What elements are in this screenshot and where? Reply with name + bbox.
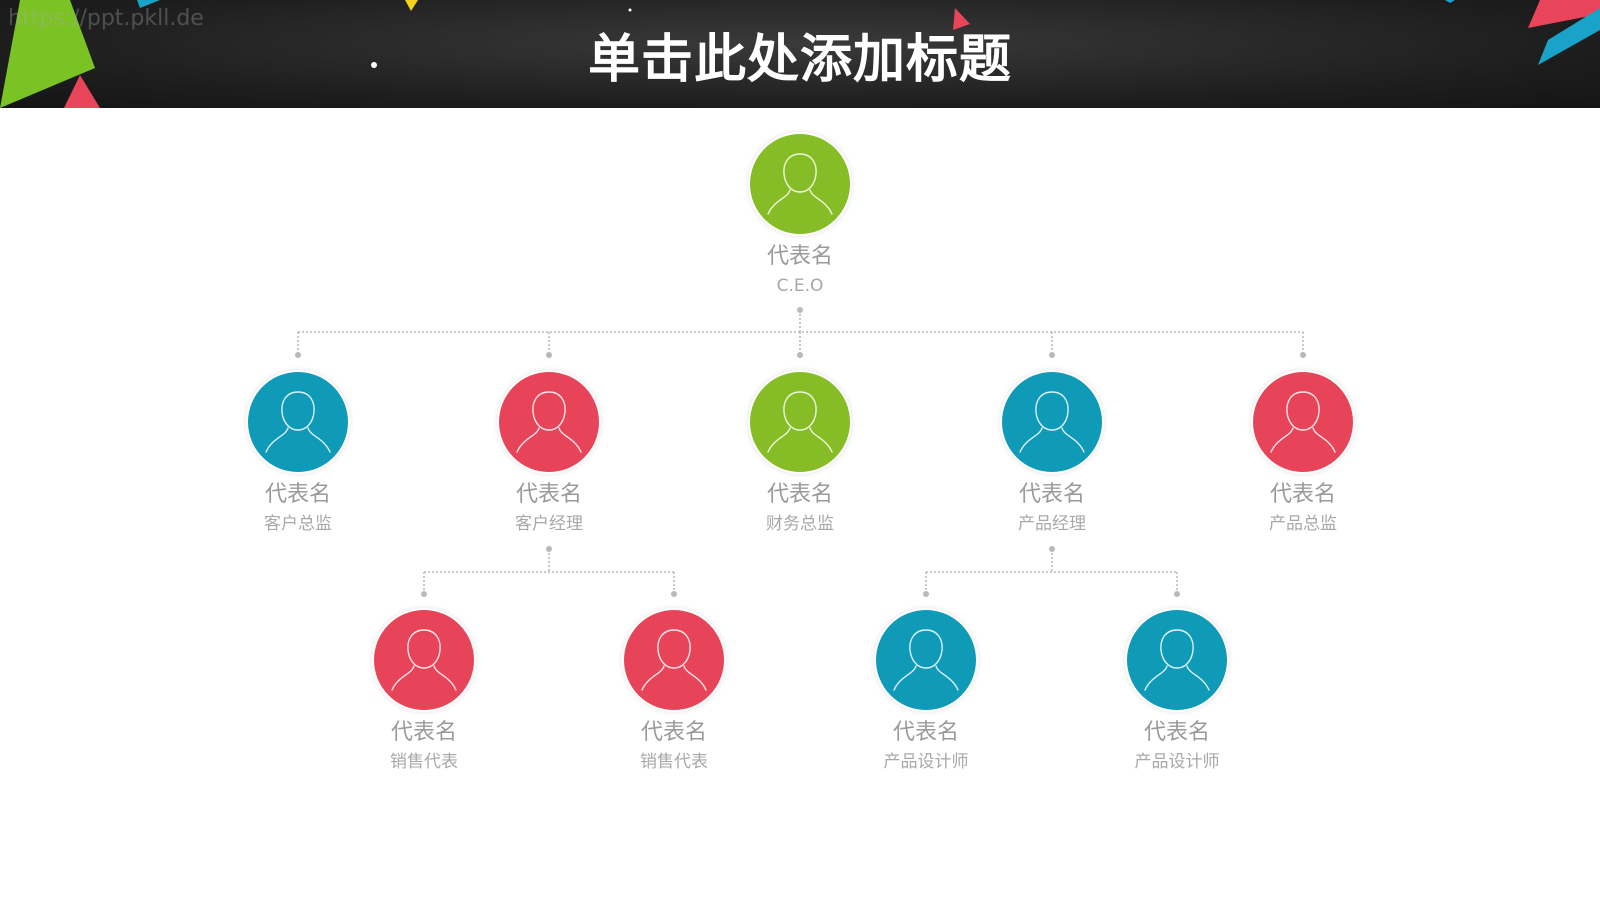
- node-role: 客户总监: [264, 514, 332, 534]
- node-role: 产品总监: [1269, 514, 1337, 534]
- node-role: 产品设计师: [883, 752, 969, 772]
- white-dot-decor: [628, 8, 632, 12]
- blue-sliver-decor: [137, 0, 160, 8]
- node-name: 代表名: [264, 482, 331, 507]
- person-icon: [893, 629, 959, 691]
- red-triangle-decor: [64, 75, 100, 108]
- person-icon: [516, 391, 582, 453]
- node-role: 财务总监: [766, 514, 834, 534]
- node-name: 代表名: [1269, 482, 1336, 507]
- blue-corner-decor: [1538, 8, 1600, 65]
- person-icon: [1270, 391, 1336, 453]
- person-icon: [641, 629, 707, 691]
- yellow-triangle-decor: [405, 0, 418, 11]
- node-name: 代表名: [515, 482, 582, 507]
- org-node-level3[interactable]: 代表名 销售代表: [344, 610, 504, 776]
- connector-dot: [421, 591, 427, 597]
- node-role: 产品设计师: [1134, 752, 1220, 772]
- node-role: 销售代表: [390, 752, 458, 772]
- node-name: 代表名: [390, 720, 457, 745]
- avatar: [750, 134, 850, 234]
- green-triangle-decor: [0, 0, 95, 108]
- connector-dot: [1174, 591, 1180, 597]
- node-role: 销售代表: [640, 752, 708, 772]
- connector-dot: [671, 591, 677, 597]
- node-name: 代表名: [640, 720, 707, 745]
- avatar: [248, 372, 348, 472]
- connector-dot: [797, 352, 803, 358]
- connector-dot: [295, 352, 301, 358]
- header-decoration: [0, 0, 1600, 108]
- person-icon: [1019, 391, 1085, 453]
- avatar: [499, 372, 599, 472]
- avatar: [1002, 372, 1102, 472]
- org-node-level2[interactable]: 代表名 客户经理: [469, 372, 629, 538]
- node-role: 产品经理: [1018, 514, 1086, 534]
- avatar: [1127, 610, 1227, 710]
- blue-tiny-decor: [1445, 0, 1455, 3]
- org-node-level2[interactable]: 代表名 客户总监: [218, 372, 378, 538]
- org-node-level3[interactable]: 代表名 产品设计师: [846, 610, 1006, 776]
- white-dot-decor: [371, 62, 377, 68]
- node-name: 代表名: [1018, 482, 1085, 507]
- person-icon: [265, 391, 331, 453]
- org-node-level2[interactable]: 代表名 财务总监: [720, 372, 880, 538]
- person-icon: [767, 391, 833, 453]
- connector-dot: [1049, 352, 1055, 358]
- avatar: [876, 610, 976, 710]
- node-role: 客户经理: [515, 514, 583, 534]
- person-icon: [1144, 629, 1210, 691]
- avatar: [1253, 372, 1353, 472]
- page-title[interactable]: 单击此处添加标题: [587, 30, 1012, 90]
- org-node-ceo[interactable]: 代表名 C.E.O: [720, 134, 880, 300]
- red-small-triangle-decor: [953, 8, 970, 30]
- avatar: [374, 610, 474, 710]
- watermark-text: https://ppt.pkll.de: [8, 6, 204, 31]
- org-node-level2[interactable]: 代表名 产品经理: [972, 372, 1132, 538]
- node-name: 代表名: [1143, 720, 1210, 745]
- header-bar: https://ppt.pkll.de 单击此处添加标题: [0, 0, 1600, 108]
- node-name: 代表名: [766, 244, 833, 269]
- node-name: 代表名: [892, 720, 959, 745]
- avatar: [750, 372, 850, 472]
- node-role: C.E.O: [776, 276, 824, 296]
- red-corner-decor: [1528, 0, 1600, 28]
- connector-dot: [1300, 352, 1306, 358]
- node-name: 代表名: [766, 482, 833, 507]
- person-icon: [391, 629, 457, 691]
- avatar: [624, 610, 724, 710]
- connector-dot: [546, 352, 552, 358]
- person-icon: [767, 153, 833, 215]
- org-node-level2[interactable]: 代表名 产品总监: [1223, 372, 1383, 538]
- org-node-level3[interactable]: 代表名 销售代表: [594, 610, 754, 776]
- org-node-level3[interactable]: 代表名 产品设计师: [1097, 610, 1257, 776]
- connector-dot: [923, 591, 929, 597]
